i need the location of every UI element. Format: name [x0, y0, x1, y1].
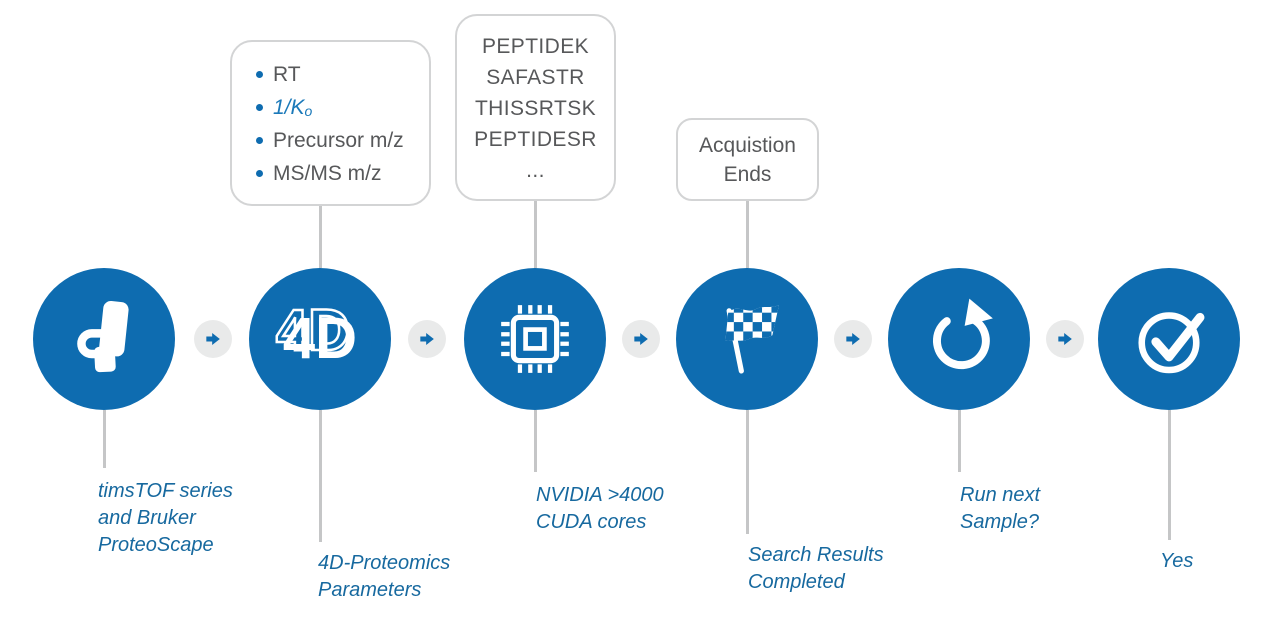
- bullet-dot: [256, 104, 263, 111]
- flow-arrow-chip: [194, 320, 232, 358]
- fourd-icon: 4D 4D: [275, 300, 357, 368]
- param-label: 1/K: [273, 95, 305, 119]
- connector-params-to-circle: [318, 206, 322, 268]
- checkered-flag-icon: [725, 305, 779, 374]
- caption-instrument: timsTOF series and Bruker ProteoScape: [98, 480, 233, 556]
- connector-circle5-to-caption: [957, 410, 961, 472]
- connector-peptides-to-circle: [533, 201, 537, 268]
- fourd-icon-text: 4D: [282, 306, 358, 371]
- connector-circle3-to-caption: [533, 410, 537, 472]
- param-label: MS/MS m/z: [273, 161, 382, 185]
- flow-arrow-chip: [408, 320, 446, 358]
- right-arrow-icon: [634, 333, 648, 345]
- caption-run-next: Run next Sample?: [960, 484, 1041, 533]
- caption-yes: Yes: [1160, 550, 1194, 572]
- step-search-complete-circle: [676, 268, 818, 410]
- bullet-dot: [256, 137, 263, 144]
- step-run-next-circle: [888, 268, 1030, 410]
- param-subscript: o: [304, 102, 313, 119]
- connector-circle4-to-caption: [745, 410, 749, 534]
- mass-spec-instrument-icon: [77, 301, 129, 373]
- connector-circle6-to-caption: [1167, 410, 1171, 540]
- bullet-dot: [256, 71, 263, 78]
- peptide-list-callout: PEPTIDEK SAFASTR THISSRTSK PEPTIDESR ...: [455, 14, 616, 201]
- right-arrow-icon: [846, 333, 860, 345]
- restart-arrow-icon: [933, 298, 993, 370]
- param-item-precursor: Precursor m/z: [256, 124, 429, 157]
- connector-circle1-to-caption: [102, 410, 106, 468]
- right-arrow-icon: [420, 333, 434, 345]
- check-circle-icon: [1138, 312, 1205, 374]
- gpu-chip-icon: [501, 305, 569, 373]
- flow-arrow-chip: [1046, 320, 1084, 358]
- bullet-dot: [256, 170, 263, 177]
- right-arrow-icon: [1058, 333, 1072, 345]
- connector-circle2-to-caption: [318, 410, 322, 542]
- acquisition-ends-callout: Acquistion Ends: [676, 118, 819, 201]
- step-yes-circle: [1098, 268, 1240, 410]
- caption-4d-parameters: 4D-Proteomics Parameters: [318, 552, 451, 601]
- param-item-rt: RT: [256, 58, 429, 91]
- flow-arrow-chip: [622, 320, 660, 358]
- step-instrument-circle: [33, 268, 175, 410]
- right-arrow-icon: [206, 333, 220, 345]
- param-label: Precursor m/z: [273, 128, 404, 152]
- param-label: RT: [273, 62, 301, 86]
- flow-arrow-chip: [834, 320, 872, 358]
- fourd-icon-extrusion: 4D: [275, 298, 352, 363]
- param-item-msms: MS/MS m/z: [256, 157, 429, 190]
- caption-search-complete: Search Results Completed: [748, 544, 884, 593]
- step-gpu-circle: [464, 268, 606, 410]
- caption-gpu: NVIDIA >4000 CUDA cores: [536, 484, 664, 533]
- step-4d-parameters-circle: 4D 4D: [249, 268, 391, 410]
- connector-acq-to-circle: [745, 201, 749, 268]
